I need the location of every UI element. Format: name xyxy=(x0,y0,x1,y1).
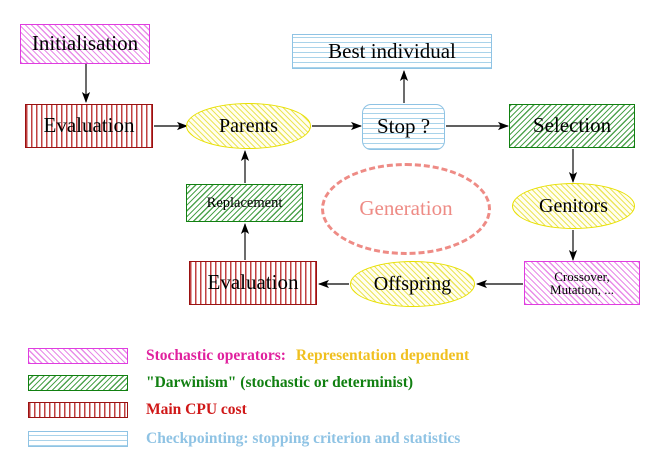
node-parents-label: Parents xyxy=(219,114,278,137)
legend-row-darwinism: "Darwinism" (stochastic or determinist) xyxy=(28,373,413,393)
legend-label-cpu-cost: Main CPU cost xyxy=(146,401,247,418)
legend-row-stochastic: Stochastic operators: Representation depe… xyxy=(28,346,469,366)
node-crossover-mutation[interactable]: Crossover, Mutation, ... xyxy=(524,261,640,305)
node-selection[interactable]: Selection xyxy=(509,104,635,148)
node-crossover-mutation-label-line2: Mutation, ... xyxy=(550,282,614,297)
legend-swatch-green-hatch xyxy=(28,375,128,391)
legend-swatch-blue-hatch xyxy=(28,431,128,447)
legend-row-cpu-cost: Main CPU cost xyxy=(28,400,247,420)
node-generation: Generation xyxy=(321,163,491,255)
node-offspring-label: Offspring xyxy=(373,272,452,295)
node-crossover-mutation-label-line1: Crossover, xyxy=(554,268,610,284)
legend-label-stochastic-text: Stochastic operators: xyxy=(146,347,286,364)
legend-swatch-red-hatch xyxy=(28,402,128,418)
node-selection-label: Selection xyxy=(532,113,612,138)
node-evaluation-top-label: Evaluation xyxy=(43,113,135,138)
legend-swatch-magenta-hatch xyxy=(28,348,128,364)
legend-label-stochastic-text2: Representation dependent xyxy=(295,347,470,364)
legend-row-checkpointing: Checkpointing: stopping criterion and st… xyxy=(28,429,460,449)
node-replacement[interactable]: Replacement xyxy=(186,184,303,222)
node-best-individual[interactable]: Best individual xyxy=(292,34,492,69)
legend-label-checkpointing: Checkpointing: stopping criterion and st… xyxy=(146,430,461,447)
node-evaluation-bottom-label: Evaluation xyxy=(207,270,299,295)
node-parents[interactable]: Parents xyxy=(186,103,311,149)
node-best-individual-label: Best individual xyxy=(328,38,456,63)
node-initialisation-label: Initialisation xyxy=(31,31,139,56)
node-stop-label: Stop ? xyxy=(376,114,431,139)
node-genitors-label: Genitors xyxy=(539,194,608,217)
node-evaluation-bottom[interactable]: Evaluation xyxy=(189,261,317,305)
legend-label-stochastic: Stochastic operators: Representation depe… xyxy=(146,347,469,365)
legend-label-darwinism: "Darwinism" (stochastic or determinist) xyxy=(146,374,414,391)
node-stop[interactable]: Stop ? xyxy=(362,104,445,150)
node-initialisation[interactable]: Initialisation xyxy=(20,24,150,64)
node-offspring[interactable]: Offspring xyxy=(350,261,475,307)
node-generation-label: Generation xyxy=(359,196,453,221)
node-evaluation-top[interactable]: Evaluation xyxy=(25,104,153,148)
node-replacement-label: Replacement xyxy=(206,194,283,211)
node-genitors[interactable]: Genitors xyxy=(512,183,635,229)
